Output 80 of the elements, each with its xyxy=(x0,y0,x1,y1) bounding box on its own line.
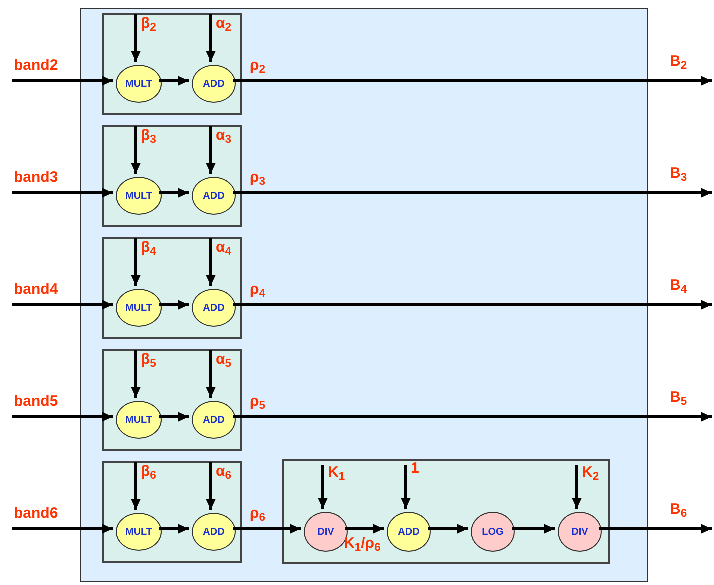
group-box xyxy=(102,237,242,339)
arrow xyxy=(318,465,328,509)
arrow xyxy=(131,126,141,174)
edge-label: band2 xyxy=(14,58,58,73)
arrow xyxy=(401,465,411,509)
arrow xyxy=(206,350,216,398)
arrow xyxy=(233,524,301,534)
process-ellipse: MULT xyxy=(116,401,162,439)
process-ellipse: MULT xyxy=(116,289,162,327)
arrow xyxy=(131,238,141,286)
arrow xyxy=(206,462,216,510)
arrow xyxy=(206,14,216,62)
process-ellipse: MULT xyxy=(116,65,162,103)
process-ellipse: ADD xyxy=(192,289,236,327)
edge-label: ρ$_{6}$ xyxy=(250,506,266,521)
arrow xyxy=(12,300,113,310)
edge-label: α$_{4}$ xyxy=(216,240,232,255)
arrow xyxy=(131,462,141,510)
edge-label: β$_{2}$ xyxy=(141,16,156,31)
arrow xyxy=(599,524,712,534)
edge-label: α$_{3}$ xyxy=(216,128,232,143)
arrow xyxy=(206,126,216,174)
edge-label: ρ$_{5}$ xyxy=(250,394,266,409)
process-ellipse: ADD xyxy=(192,65,236,103)
process-ellipse: MULT xyxy=(116,177,162,215)
edge-label: ρ$_{4}$ xyxy=(250,282,266,297)
edge-label: band3 xyxy=(14,170,58,185)
arrow xyxy=(159,300,189,310)
arrow xyxy=(159,188,189,198)
edge-label: K$_{1}$ xyxy=(328,465,346,480)
arrow xyxy=(206,238,216,286)
process-ellipse: ADD xyxy=(192,401,236,439)
group-box xyxy=(102,349,242,451)
edge-label: band6 xyxy=(14,506,58,521)
output-label: B$_{6}$ xyxy=(670,502,688,517)
arrow xyxy=(12,188,113,198)
process-ellipse: ADD xyxy=(192,177,236,215)
arrow xyxy=(131,14,141,62)
edge-label: K$_{2}$ xyxy=(582,465,600,480)
group-box xyxy=(282,459,610,564)
edge-label: ρ$_{3}$ xyxy=(250,170,266,185)
arrow xyxy=(12,524,113,534)
edge-label: β$_{3}$ xyxy=(141,128,156,143)
process-ellipse: MULT xyxy=(116,513,162,551)
edge-label: band4 xyxy=(14,282,58,297)
edge-label: ρ$_{2}$ xyxy=(250,58,266,73)
edge-label: 1 xyxy=(411,461,420,476)
arrow xyxy=(159,412,189,422)
process-ellipse: ADD xyxy=(387,512,431,552)
arrow xyxy=(512,524,555,534)
group-box xyxy=(102,125,242,227)
arrow xyxy=(233,300,712,310)
edge-label: β$_{5}$ xyxy=(141,352,156,367)
arrow xyxy=(12,412,113,422)
output-label: B$_{2}$ xyxy=(670,54,688,69)
arrow xyxy=(159,76,189,86)
edge-label: β$_{4}$ xyxy=(141,240,156,255)
edge-label: α$_{2}$ xyxy=(216,16,232,31)
edge-label: α$_{5}$ xyxy=(216,352,232,367)
output-label: B$_{4}$ xyxy=(670,278,688,293)
arrow xyxy=(12,76,113,86)
arrow xyxy=(428,524,468,534)
arrow xyxy=(345,524,384,534)
edge-label: band5 xyxy=(14,394,58,409)
group-box xyxy=(102,13,242,115)
arrow xyxy=(233,76,712,86)
outer-panel xyxy=(80,8,648,582)
process-ellipse: LOG xyxy=(471,512,515,552)
process-ellipse: DIV xyxy=(558,512,602,552)
arrow xyxy=(233,412,712,422)
edge-label: β$_{6}$ xyxy=(141,464,156,479)
group-box xyxy=(102,461,242,563)
output-label: B$_{3}$ xyxy=(670,166,688,181)
process-ellipse: ADD xyxy=(192,513,236,551)
output-label: B$_{5}$ xyxy=(670,390,688,405)
arrow xyxy=(572,465,582,509)
arrow xyxy=(159,524,189,534)
arrow xyxy=(131,350,141,398)
edge-label: α$_{6}$ xyxy=(216,464,232,479)
arrow xyxy=(233,188,712,198)
